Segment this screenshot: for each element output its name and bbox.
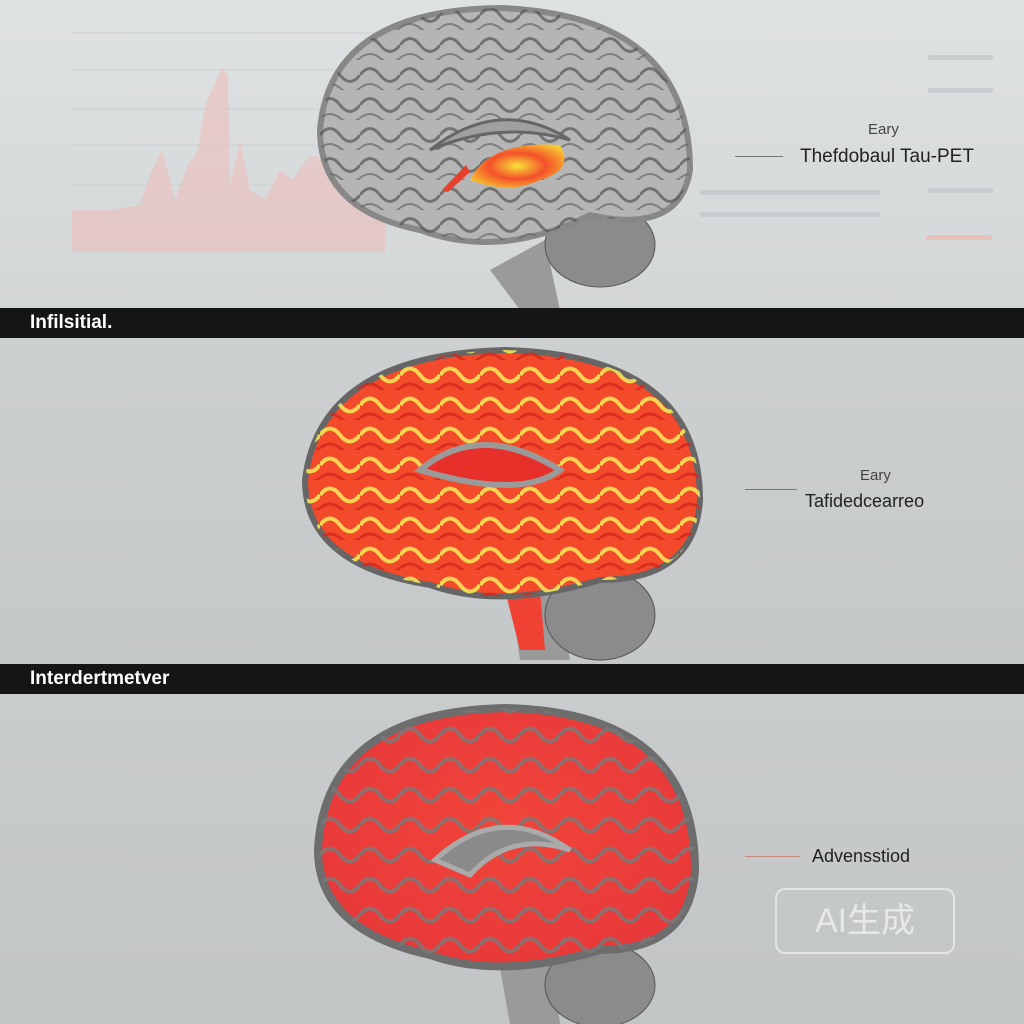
ghost-ui-line [928,55,993,60]
stage-bar-label: Infilsitial. [30,312,113,333]
ghost-ui-line [700,190,880,195]
brain-intermediate [301,346,704,661]
chart-area [72,68,385,252]
stage-tag: Eary [860,467,891,484]
stage-tag: Eary [868,121,899,138]
stage-bar-1: Infilsitial. [0,308,1024,338]
label-leader-line [745,489,797,490]
stage-title: Tafidedcearreo [805,491,925,511]
ghost-ui-line [928,188,993,193]
ghost-ui-line [926,235,992,240]
ai-generated-watermark: AI生成 [775,888,955,954]
label-leader-line [745,856,800,857]
stage-title: Thefdobaul Tau-PET [800,146,974,167]
brain-early [316,4,694,310]
brain-advanced [313,703,700,1024]
stage-bar-label: Interdertmetver [30,668,170,689]
ghost-ui-line [928,88,993,93]
tau-hotspot [470,144,565,188]
stage-title: Advensstiod [812,846,911,866]
stage-bar-2: Interdertmetver [0,664,1024,694]
label-leader-line [735,156,783,157]
ghost-ui-line [700,212,880,217]
